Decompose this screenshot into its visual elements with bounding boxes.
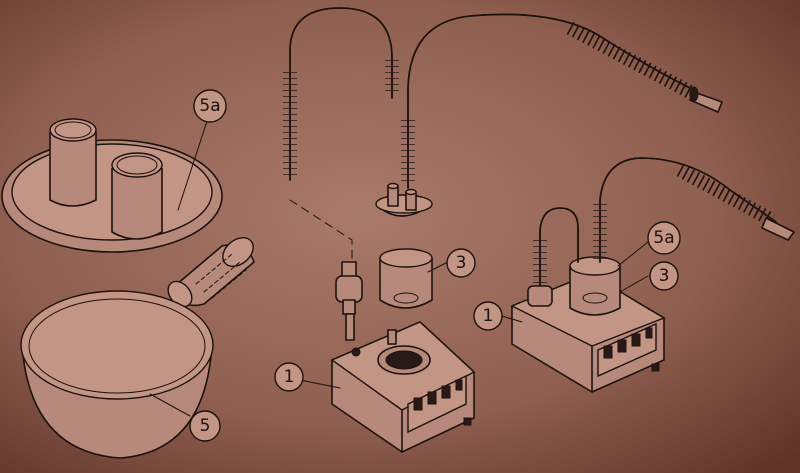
callout-label: 5 bbox=[200, 416, 211, 436]
filter-cartridge bbox=[167, 237, 255, 308]
callout-5a-tray: 5a bbox=[193, 89, 227, 123]
t-connector bbox=[335, 261, 363, 341]
callout-5a-right: 5a bbox=[647, 221, 681, 255]
hose-long bbox=[401, 13, 694, 189]
mouthpiece bbox=[689, 86, 723, 113]
callout-3-cup: 3 bbox=[446, 248, 476, 278]
control-panel-right bbox=[597, 322, 657, 378]
leader-lines bbox=[149, 117, 649, 417]
assembly-guide-line bbox=[289, 199, 353, 263]
callout-3-right: 3 bbox=[649, 261, 679, 291]
callout-1-base: 1 bbox=[274, 362, 304, 392]
callout-label: 5a bbox=[653, 228, 674, 248]
callout-5-bowl: 5 bbox=[189, 410, 221, 442]
callout-label: 1 bbox=[284, 367, 295, 387]
assembled-unit bbox=[510, 157, 795, 393]
control-panel bbox=[407, 374, 467, 434]
hose-left bbox=[283, 7, 399, 181]
base-unit bbox=[330, 321, 476, 453]
callout-label: 1 bbox=[483, 306, 494, 326]
lid bbox=[375, 182, 433, 217]
callout-label: 3 bbox=[456, 253, 467, 273]
callout-1-right: 1 bbox=[473, 301, 503, 331]
water-bowl bbox=[20, 290, 214, 459]
callout-label: 5a bbox=[199, 96, 220, 116]
sterilizing-tray bbox=[1, 118, 223, 253]
medication-cup bbox=[379, 248, 433, 309]
callout-label: 3 bbox=[659, 266, 670, 286]
